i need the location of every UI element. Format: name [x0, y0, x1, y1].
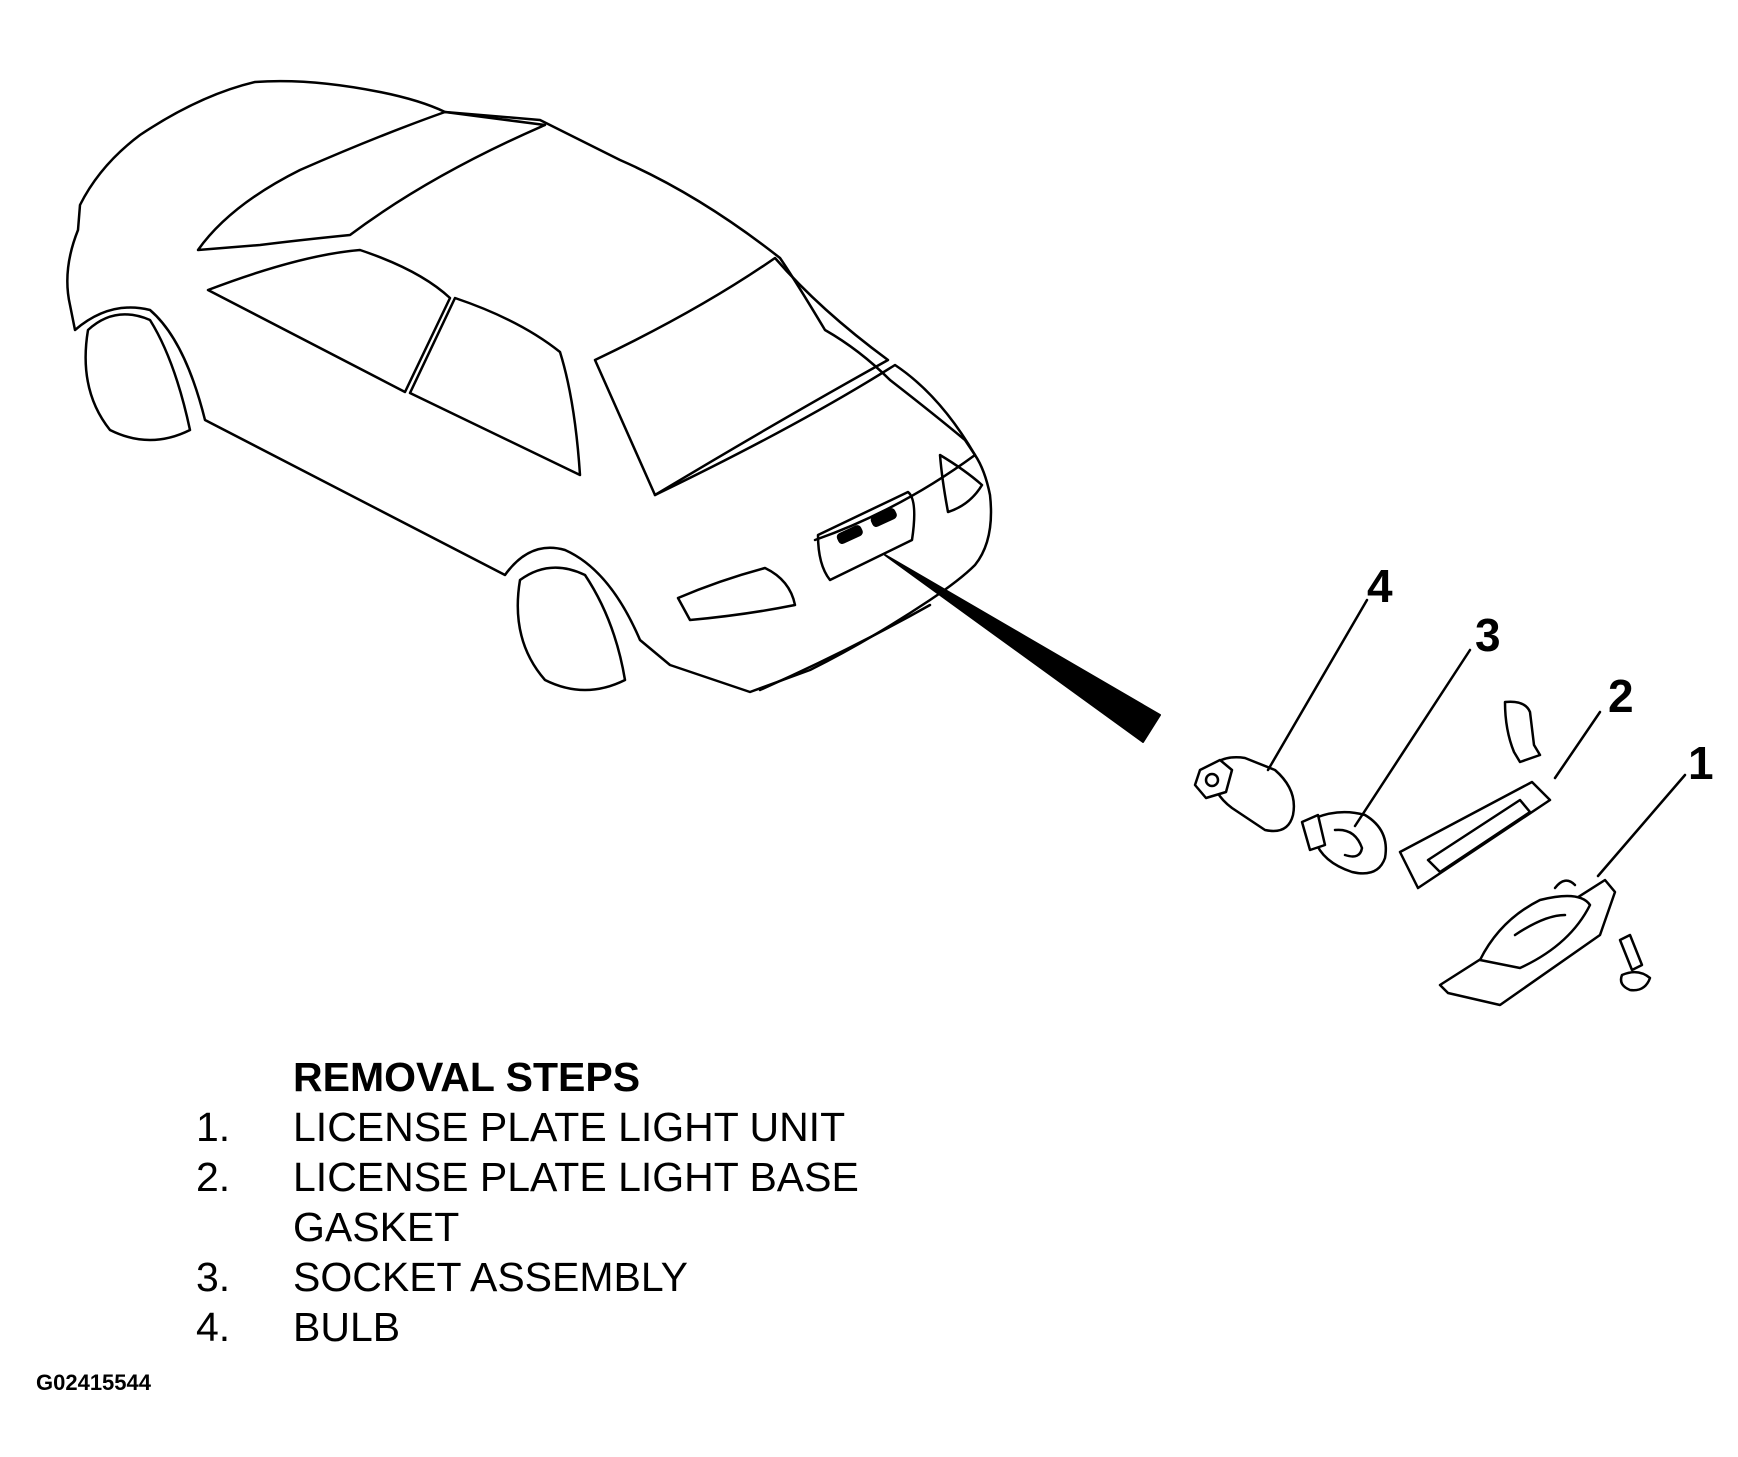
- step-text: SOCKET ASSEMBLY: [293, 1254, 688, 1300]
- car-plate-lamp-left: [836, 525, 863, 544]
- step-row: 4. BULB: [196, 1302, 859, 1352]
- car-tail-light-right: [938, 453, 984, 514]
- callout-3: 3: [1475, 609, 1501, 661]
- car-bumper-line: [758, 603, 932, 692]
- step-number: [196, 1202, 293, 1252]
- callout-2: 2: [1608, 670, 1634, 722]
- step-text: LICENSE PLATE LIGHT UNIT: [293, 1104, 846, 1150]
- car-license-plate-recess: [816, 490, 916, 582]
- car-rear-windshield: [593, 256, 890, 497]
- leader-line-3: [1353, 648, 1472, 828]
- step-number: 2.: [196, 1154, 231, 1200]
- removal-steps: REMOVAL STEPS 1. LICENSE PLATE LIGHT UNI…: [196, 1052, 859, 1352]
- callout-4: 4: [1367, 560, 1393, 612]
- car-body-outline: [66, 79, 993, 694]
- car-plate-lamp-right: [870, 508, 897, 527]
- step-number: 1.: [196, 1104, 231, 1150]
- callout-1: 1: [1688, 737, 1714, 789]
- leader-line-4: [1266, 598, 1369, 772]
- bulb-part: [1193, 756, 1296, 833]
- car-trunk-lid: [653, 363, 977, 542]
- leader-line-2: [1553, 710, 1602, 780]
- step-text: BULB: [293, 1304, 401, 1350]
- step-number: 3.: [196, 1254, 231, 1300]
- step-text: GASKET: [293, 1204, 460, 1250]
- car-roof: [196, 110, 547, 252]
- car-tail-light-left: [676, 566, 797, 622]
- step-row: 1. LICENSE PLATE LIGHT UNIT: [196, 1102, 859, 1152]
- car-wheel-rear: [516, 566, 627, 692]
- step-row: 3. SOCKET ASSEMBLY: [196, 1252, 859, 1302]
- socket-assembly-part: [1300, 810, 1388, 875]
- figure-id: G02415544: [36, 1370, 151, 1395]
- leader-line-1: [1596, 773, 1687, 878]
- step-text: LICENSE PLATE LIGHT BASE: [293, 1154, 859, 1200]
- car-side-window-front: [206, 248, 452, 394]
- exploded-view-diagram: [66, 79, 1687, 1007]
- step-row: 2. LICENSE PLATE LIGHT BASE: [196, 1152, 859, 1202]
- car-side-window-rear: [408, 296, 582, 477]
- light-unit-part: [1438, 878, 1652, 1007]
- zoom-pointer: [884, 554, 1161, 743]
- car-wheel-front: [84, 313, 192, 442]
- steps-title: REMOVAL STEPS: [293, 1054, 641, 1100]
- step-row: GASKET: [196, 1202, 859, 1252]
- car-illustration: [66, 79, 993, 694]
- step-number: 4.: [196, 1304, 231, 1350]
- base-gasket-part: [1398, 700, 1552, 890]
